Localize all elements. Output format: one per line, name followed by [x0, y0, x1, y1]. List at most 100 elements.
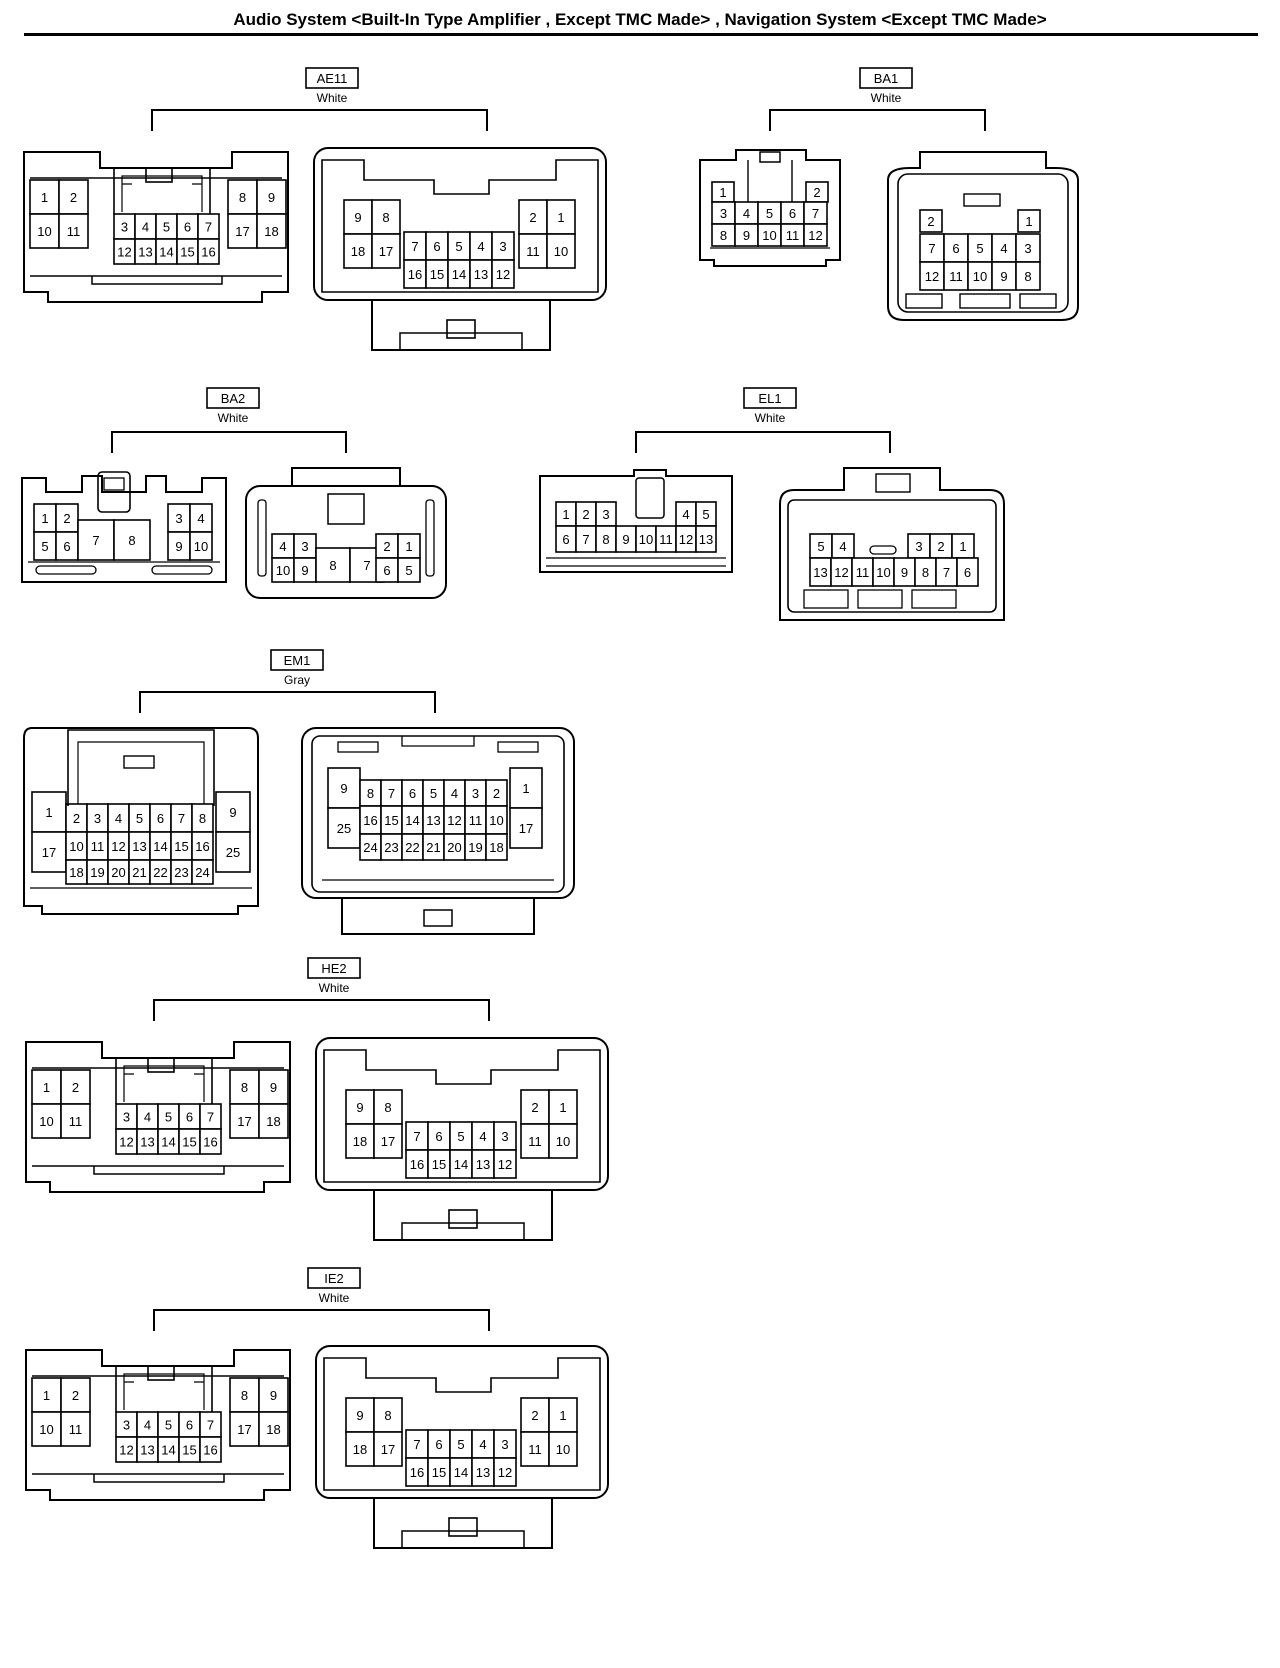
latch [327, 493, 365, 525]
pin-cell [227, 213, 258, 249]
pin-number: 17 [381, 1134, 395, 1149]
pin-number: 2 [72, 1080, 79, 1095]
housing-slot [911, 589, 957, 609]
connector-bracket [111, 431, 347, 453]
housing-latch [341, 898, 535, 935]
pin-number: 10 [69, 839, 83, 854]
pin-number: 4 [279, 539, 286, 554]
pin-number: 8 [382, 210, 389, 225]
pin-number: 13 [699, 532, 713, 547]
pin-cell [60, 1103, 91, 1139]
pin-cell [371, 199, 401, 235]
female-connector [315, 1345, 609, 1549]
pin-group: 8 [315, 547, 351, 583]
pin-number: 22 [153, 865, 167, 880]
pin-number: 2 [937, 539, 944, 554]
pin-number: 1 [719, 185, 726, 200]
pin-cell [919, 209, 943, 233]
pin-number: 23 [174, 865, 188, 880]
pin-number: 5 [817, 539, 824, 554]
pin-number: 9 [229, 805, 236, 820]
housing-latch [291, 467, 401, 486]
pin-number: 14 [405, 813, 419, 828]
pin-number: 4 [451, 786, 458, 801]
connector-bracket [153, 999, 490, 1021]
pin-number: 13 [140, 1443, 154, 1458]
pin-number: 3 [915, 539, 922, 554]
pin-number: 5 [457, 1129, 464, 1144]
pin-cell [199, 1128, 222, 1155]
pin-number: 7 [92, 533, 99, 548]
housing-slot [425, 499, 435, 577]
pin-number: 4 [1000, 241, 1007, 256]
pin-number: 8 [199, 811, 206, 826]
pin-number: 3 [301, 539, 308, 554]
female-connector [301, 727, 575, 935]
connector-bracket [153, 1309, 490, 1331]
pin-number: 1 [41, 511, 48, 526]
housing-line [93, 1474, 225, 1483]
pin-number: 14 [454, 1465, 468, 1480]
pin-cell [956, 557, 979, 587]
male-connector [21, 471, 227, 583]
housing-slot [257, 499, 267, 577]
latch [123, 1373, 205, 1410]
pin-cell [373, 1123, 403, 1159]
latch-tab [147, 1365, 175, 1381]
housing-latch [399, 332, 523, 350]
pin-number: 18 [69, 865, 83, 880]
pin-number: 6 [63, 539, 70, 554]
pin-group: 7 [77, 519, 115, 561]
pin-number: 9 [340, 781, 347, 796]
pin-number: 10 [973, 269, 987, 284]
male-connector [539, 469, 733, 573]
pin-number: 6 [964, 565, 971, 580]
housing-outline [699, 149, 841, 267]
pin-number: 8 [720, 228, 727, 243]
pin-number: 13 [426, 813, 440, 828]
pin-number: 15 [430, 267, 444, 282]
pin-number: 1 [562, 507, 569, 522]
housing-slot [337, 741, 379, 753]
connector-bracket [635, 431, 891, 453]
pin-cell [520, 1431, 550, 1467]
pin-cell [546, 233, 576, 269]
housing-outline [887, 151, 1079, 321]
latch [121, 175, 203, 212]
pin-cell [31, 1069, 62, 1105]
pin-number: 6 [789, 206, 796, 221]
pin-group: 17 [31, 831, 67, 873]
pin-number: 7 [413, 1437, 420, 1452]
pin-number: 8 [329, 558, 336, 573]
pin-number: 13 [476, 1465, 490, 1480]
pin-cell [373, 1431, 403, 1467]
pin-number: 2 [582, 507, 589, 522]
latch-tab [448, 1209, 478, 1229]
pin-number: 2 [383, 539, 390, 554]
pin-number: 7 [413, 1129, 420, 1144]
pin-number: 1 [559, 1408, 566, 1423]
housing-outline [23, 727, 259, 915]
pin-number: 16 [203, 1135, 217, 1150]
connector-color: Gray [284, 673, 310, 687]
pin-number: 16 [195, 839, 209, 854]
latch-tab [448, 1517, 478, 1537]
pin-number: 14 [153, 839, 167, 854]
pin-number: 6 [562, 532, 569, 547]
pin-number: 11 [949, 269, 963, 284]
pin-cell [548, 1089, 578, 1125]
pin-number: 11 [526, 244, 540, 259]
